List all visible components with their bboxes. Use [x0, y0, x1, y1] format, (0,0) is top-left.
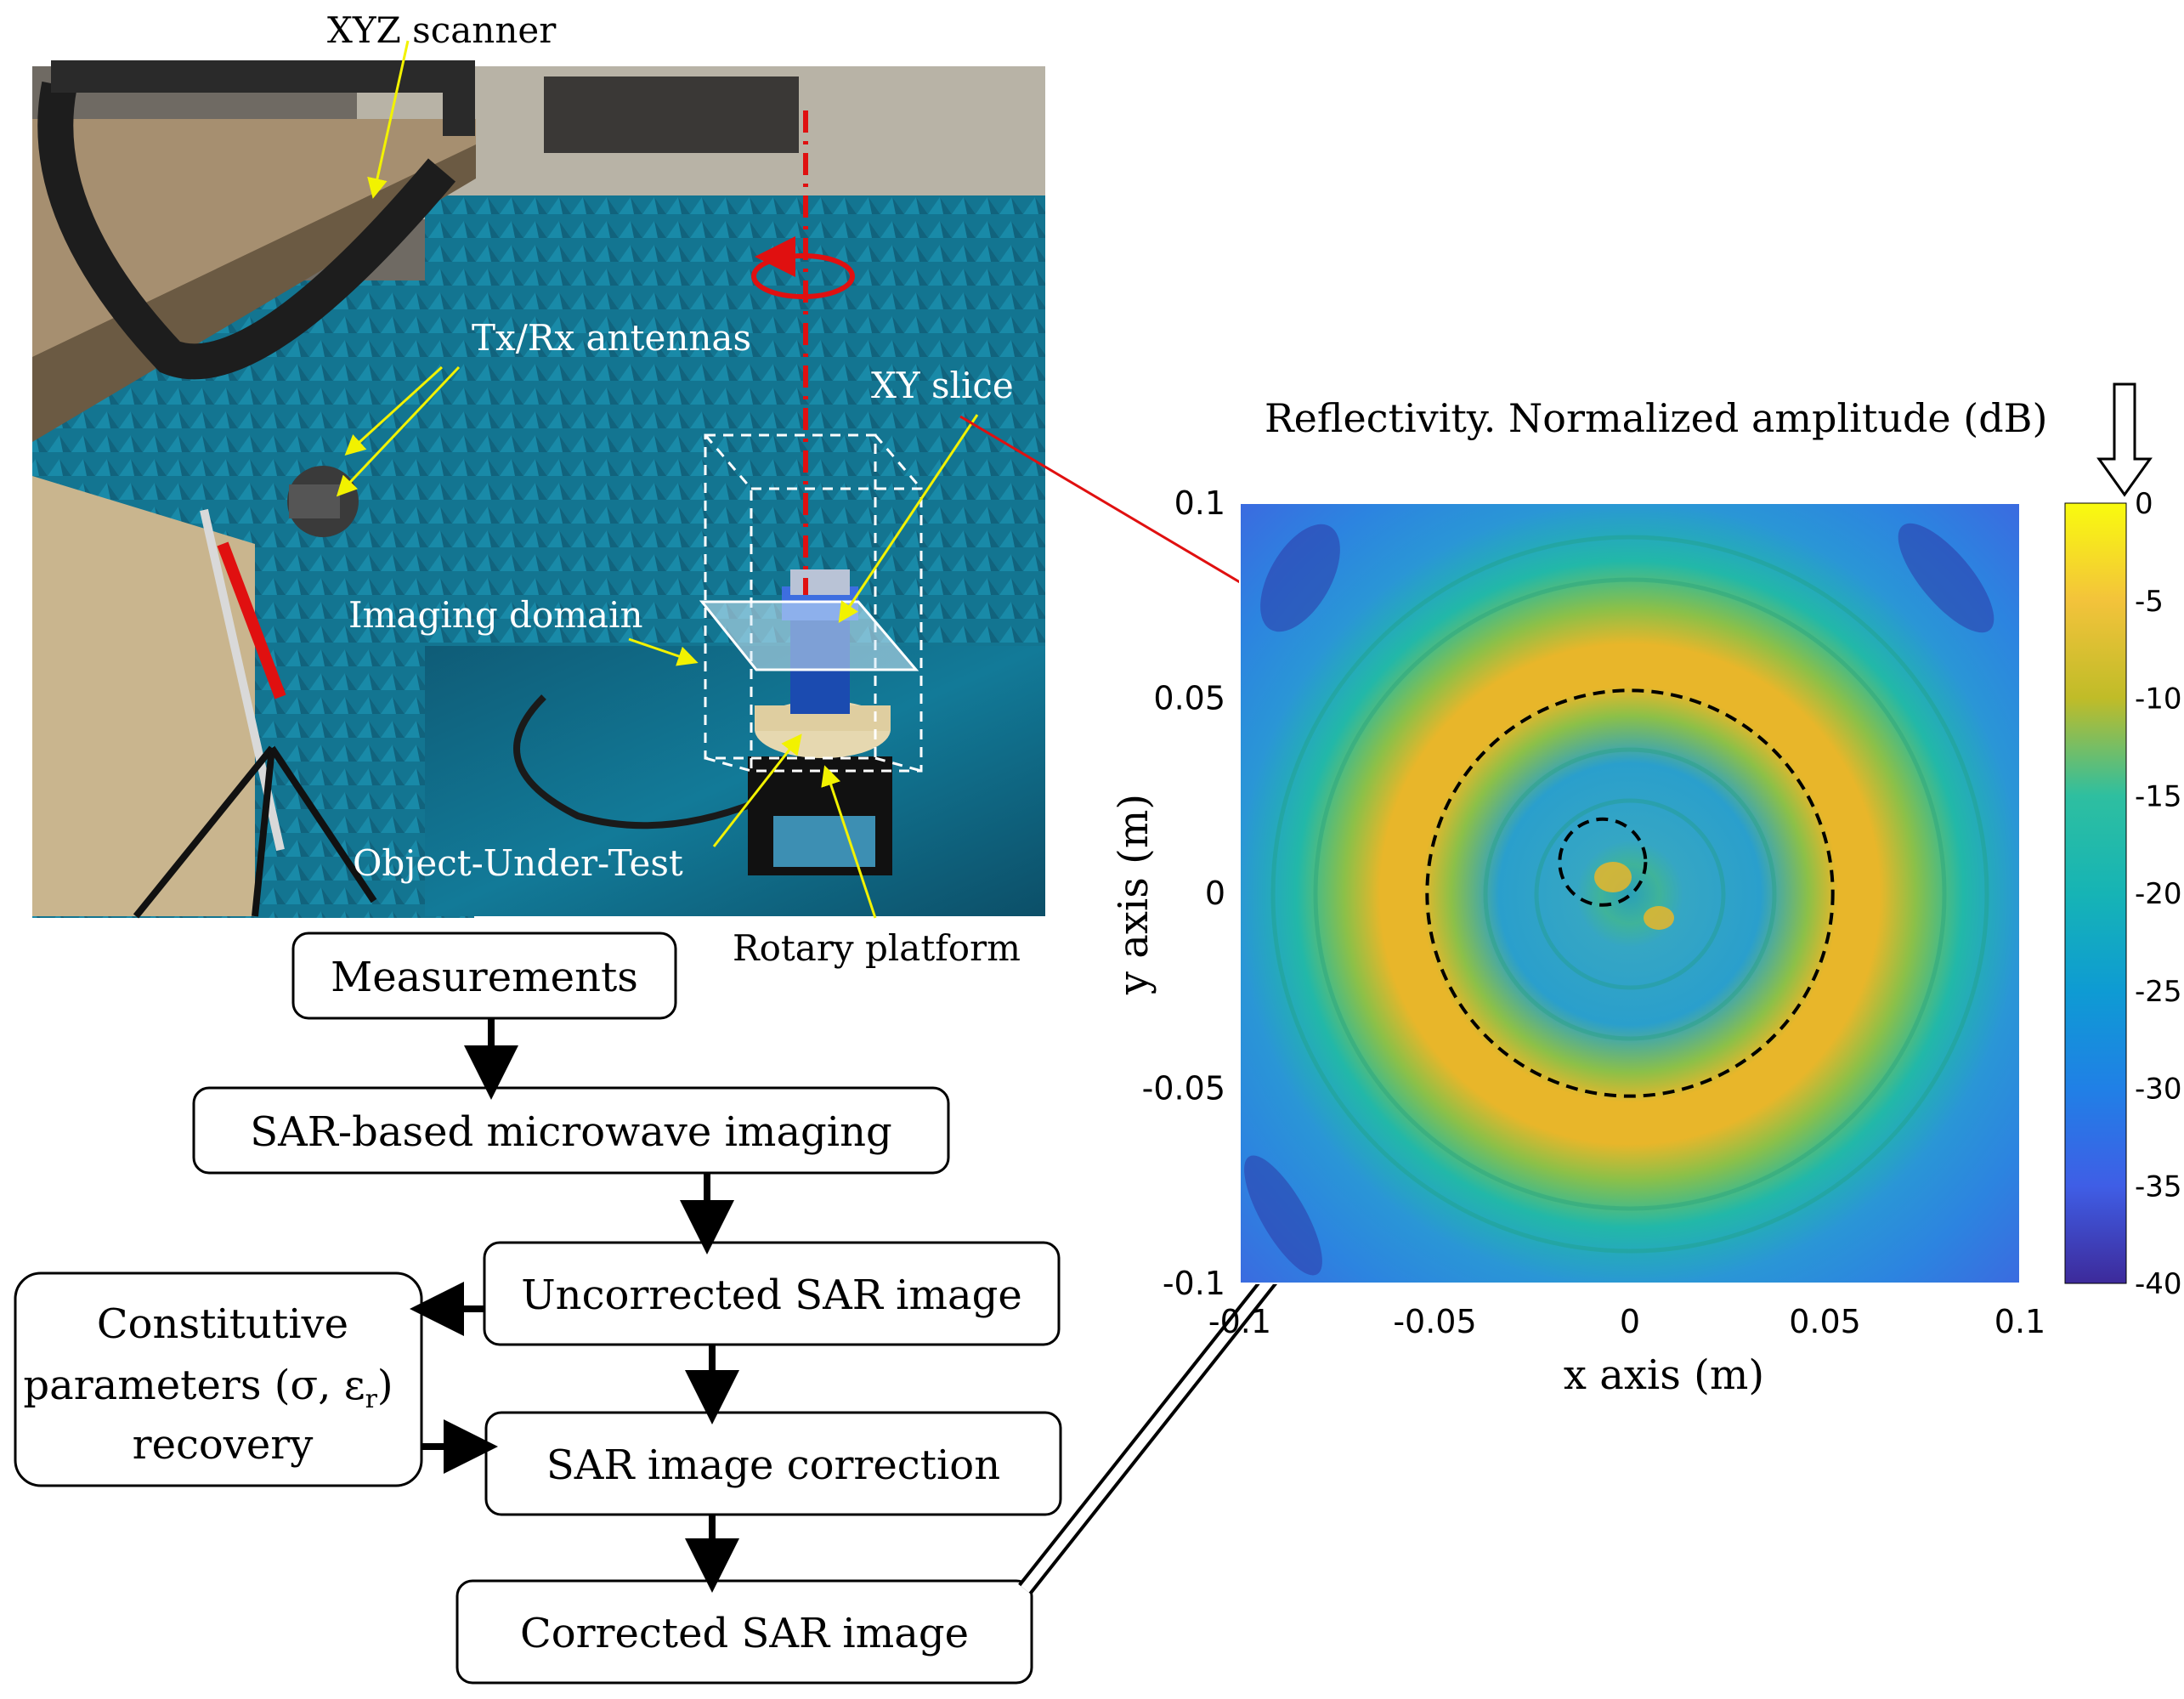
overlay-dashed-circle — [1558, 817, 1648, 907]
corrected-text: Corrected SAR image — [520, 1610, 969, 1657]
plot-frame — [1239, 502, 2021, 1284]
domain-label: Imaging domain — [348, 594, 643, 636]
heatmap-ripples — [1270, 535, 1989, 1254]
measurement-setup-photo: Tx/Rx antennas XY slice Imaging domain O… — [32, 40, 1045, 919]
uncorrected-text: Uncorrected SAR image — [521, 1271, 1022, 1319]
colorbar-tick-label: -15 — [2135, 779, 2182, 813]
slice-pointer — [838, 414, 979, 623]
constitutive-line3: recovery — [133, 1421, 314, 1469]
antenna-pointer-2 — [336, 365, 461, 497]
object-pointer — [712, 733, 802, 847]
colorbar — [2064, 502, 2127, 1284]
colorbar-tick-label: -25 — [2135, 975, 2182, 1009]
x-tick-label: -0.05 — [1393, 1303, 1476, 1340]
corrected-box — [455, 1579, 1033, 1685]
overlay-dashed-circle — [1425, 688, 1835, 1098]
domain-pointer — [628, 637, 699, 666]
constitutive-line2: parameters (σ, εr) — [23, 1362, 393, 1414]
measurements-box — [291, 932, 677, 1020]
vertical-scan-arrow — [217, 541, 286, 699]
colorbar-tick-label: -20 — [2135, 877, 2182, 911]
x-tick-label: 0.05 — [1789, 1303, 1861, 1340]
antenna-pointer-1 — [344, 365, 444, 456]
x-tick-label: -0.1 — [1208, 1303, 1271, 1340]
heatmap-dark-spots — [1244, 523, 1994, 1276]
x-tick-label: 0.1 — [1994, 1303, 2045, 1340]
heatmap-chart: Reflectivity. Normalized amplitude (dB) — [1110, 382, 2182, 1399]
colorbar-indicator-arrow — [2096, 382, 2153, 497]
platform-label: Rotary platform — [733, 927, 1021, 969]
x-tick-label: 0 — [1620, 1303, 1640, 1340]
y-tick-label: 0.1 — [1174, 484, 1225, 522]
antennas-label: Tx/Rx antennas — [472, 317, 751, 359]
colorbar-tick-label: -40 — [2135, 1267, 2182, 1301]
slice-label: XY slice — [871, 365, 1014, 406]
colorbar-tick-label: -30 — [2135, 1073, 2182, 1107]
colorbar-tick-label: -35 — [2135, 1169, 2182, 1203]
flowchart: Measurements SAR-based microwave imaging… — [14, 932, 1349, 1685]
colorbar-tick-label: 0 — [2135, 487, 2153, 521]
heatmap-center-spots — [1594, 862, 1674, 930]
correction-text: SAR image correction — [546, 1441, 1000, 1489]
uncorrected-box — [483, 1241, 1061, 1346]
y-tick-label: 0.05 — [1153, 680, 1225, 717]
heatmap-image — [1240, 503, 2020, 1283]
sar-imaging-text: SAR-based microwave imaging — [250, 1108, 892, 1156]
constitutive-line1: Constitutive — [97, 1300, 348, 1348]
y-tick-label: -0.05 — [1142, 1070, 1225, 1107]
object-label: Object-Under-Test — [353, 842, 683, 884]
constitutive-box — [14, 1271, 423, 1487]
y-axis-label: y axis (m) — [1110, 794, 1157, 995]
chart-title: Reflectivity. Normalized amplitude (dB) — [1265, 395, 2047, 441]
platform-pointer — [821, 765, 877, 919]
sar-imaging-box — [192, 1086, 950, 1175]
rotation-ellipse — [751, 253, 855, 299]
colorbar-tick-label: -5 — [2135, 585, 2164, 619]
measurements-text: Measurements — [331, 954, 638, 1001]
scanner-pointer — [367, 40, 410, 199]
x-axis-label: x axis (m) — [1564, 1351, 1764, 1399]
scanner-label: XYZ scanner — [327, 9, 557, 51]
y-tick-label: -0.1 — [1163, 1265, 1225, 1302]
colorbar-tick-label: -10 — [2135, 682, 2182, 716]
y-tick-label: 0 — [1205, 875, 1225, 912]
xy-slice-plane — [699, 600, 919, 671]
